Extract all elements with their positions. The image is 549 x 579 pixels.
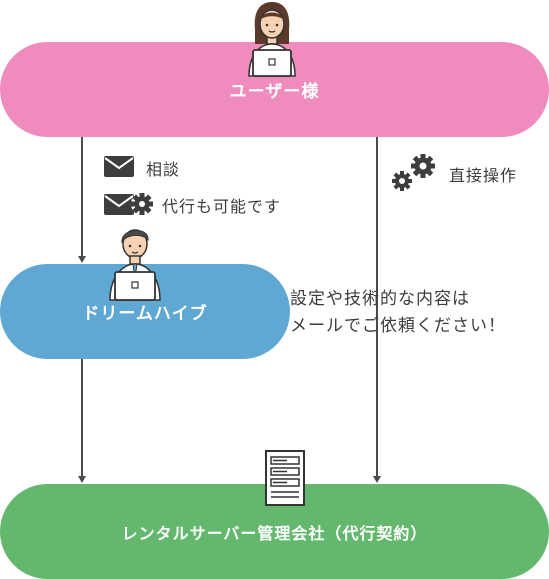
server-company-node-label: レンタルサーバー管理会社（代行契約） — [121, 523, 428, 543]
mail-icon — [104, 156, 134, 177]
direct-operation-label: 直接操作 — [449, 166, 518, 185]
consult-label: 相談 — [146, 160, 181, 179]
line-dreamhive-to-server — [81, 358, 83, 477]
arrow-head-dreamhive — [78, 256, 86, 263]
arrow-head-server-left — [78, 476, 86, 483]
line-user-to-server-direct — [376, 136, 378, 477]
server-icon — [265, 450, 305, 506]
dreamhive-node-label: ドリームハイブ — [82, 304, 208, 324]
request-note-line-1: 設定や技術的な内容は — [290, 289, 470, 309]
woman-with-laptop-icon — [243, 0, 301, 78]
proxy-label: 代行も可能です — [162, 197, 282, 216]
request-note: 設定や技術的な内容は メールでご依頼ください！ — [290, 286, 506, 340]
request-note-line-2: メールでご依頼ください！ — [290, 316, 506, 336]
mail-gear-icon — [104, 190, 154, 218]
arrow-head-server-right — [373, 476, 381, 483]
man-with-laptop-icon — [106, 222, 164, 302]
user-node-label: ユーザー様 — [229, 82, 320, 102]
line-user-to-dreamhive — [81, 136, 83, 257]
gears-icon — [390, 152, 438, 194]
server-company-node: レンタルサーバー管理会社（代行契約） — [0, 484, 549, 579]
